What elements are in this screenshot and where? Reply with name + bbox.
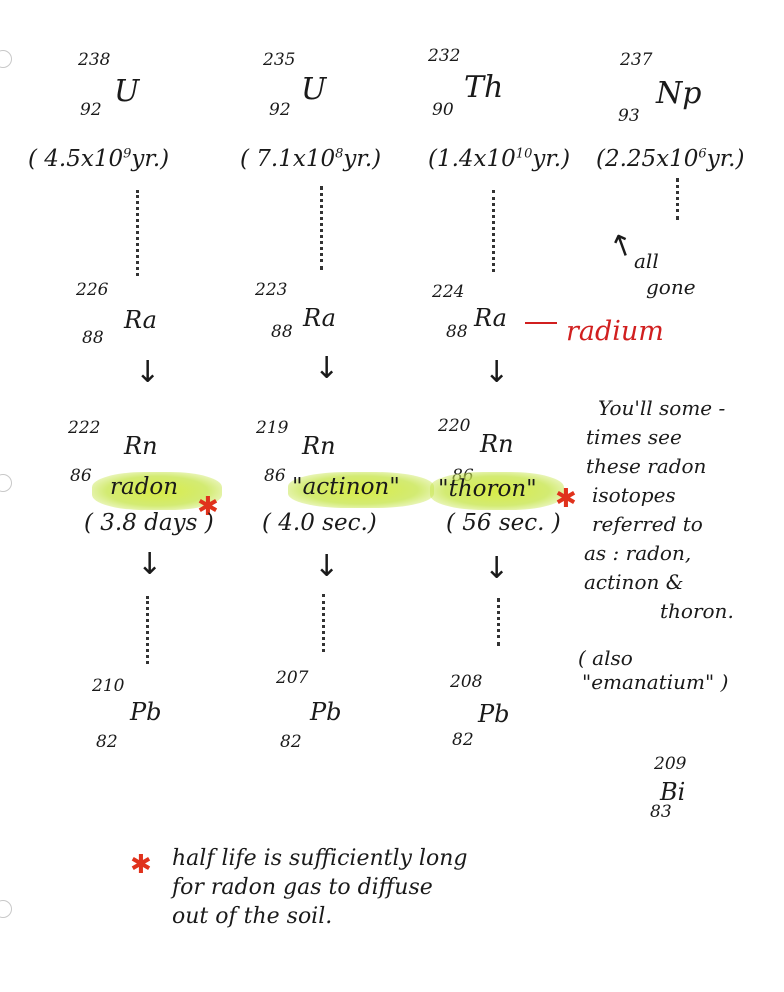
decay-arrow: ↓ xyxy=(484,551,510,586)
decay-chain-dots xyxy=(136,190,143,276)
decay-arrow: ↓ xyxy=(314,351,340,386)
isotope-name: "thoron" xyxy=(438,476,537,502)
footnote-star: ✱ xyxy=(130,850,152,880)
decay-arrow: ↓ xyxy=(137,547,163,582)
radon-isotope-note: You'll some - times see these radon isot… xyxy=(584,396,734,623)
element-symbol: U xyxy=(114,74,140,109)
element-symbol: Pb xyxy=(130,698,162,726)
mass-number: 210 xyxy=(92,676,125,696)
decay-chain-dots xyxy=(497,598,504,646)
decay-chain-dots xyxy=(492,190,499,272)
decay-chain-dots xyxy=(676,178,683,220)
atomic-number: 82 xyxy=(452,730,474,750)
mass-number: 232 xyxy=(428,46,461,66)
element-symbol: Bi xyxy=(660,778,686,806)
decay-chain-dots xyxy=(320,186,327,270)
atomic-number: 82 xyxy=(96,732,118,752)
element-symbol: Ra xyxy=(124,306,157,334)
half-life: ( 56 sec. ) xyxy=(446,510,561,536)
mass-number: 207 xyxy=(276,668,309,688)
isotope-name: "actinon" xyxy=(292,474,400,500)
element-symbol: U xyxy=(301,72,327,107)
decay-chain-dots xyxy=(146,596,153,664)
all-gone-note: all gone xyxy=(634,249,696,299)
decay-arrow: ↓ xyxy=(135,355,161,390)
binder-hole-middle xyxy=(0,474,12,492)
element-symbol: Ra xyxy=(303,304,336,332)
binder-hole-bottom xyxy=(0,900,12,918)
atomic-number: 83 xyxy=(650,802,672,822)
mass-number: 222 xyxy=(68,418,101,438)
atomic-number: 92 xyxy=(269,100,291,120)
binder-hole-top xyxy=(0,50,12,68)
long-half-life-star: ✱ xyxy=(555,484,577,514)
mass-number: 224 xyxy=(432,282,465,302)
radium-label: radium xyxy=(566,316,664,347)
radium-pointer-dash xyxy=(525,322,557,324)
atomic-number: 92 xyxy=(80,100,102,120)
element-symbol: Pb xyxy=(310,698,342,726)
mass-number: 220 xyxy=(438,416,471,436)
name-highlight xyxy=(288,472,434,508)
mass-number: 235 xyxy=(263,50,296,70)
atomic-number: 86 xyxy=(264,466,286,486)
atomic-number: 88 xyxy=(82,328,104,348)
element-symbol: Rn xyxy=(302,432,336,460)
half-life: ( 4.5x109yr.) xyxy=(28,146,170,172)
half-life: ( 7.1x108yr.) xyxy=(240,146,382,172)
name-highlight xyxy=(92,472,222,510)
element-symbol: Ra xyxy=(474,304,507,332)
half-life: ( 3.8 days ) xyxy=(84,510,214,536)
element-symbol: Rn xyxy=(480,430,514,458)
mass-number: 226 xyxy=(76,280,109,300)
mass-number: 237 xyxy=(620,50,653,70)
element-symbol: Np xyxy=(656,76,702,111)
half-life: ( 4.0 sec.) xyxy=(262,510,377,536)
half-life: (2.25x106yr.) xyxy=(596,146,745,172)
footnote: half life is sufficiently long for radon… xyxy=(172,846,468,929)
element-symbol: Pb xyxy=(478,700,510,728)
emanation-note: ( also "emanatium" ) xyxy=(578,646,729,694)
decay-arrow: ↓ xyxy=(484,355,510,390)
atomic-number: 82 xyxy=(280,732,302,752)
decay-arrow: ↓ xyxy=(314,549,340,584)
isotope-name: radon xyxy=(110,474,179,500)
mass-number: 223 xyxy=(255,280,288,300)
element-symbol: Th xyxy=(464,70,504,105)
half-life: (1.4x1010yr.) xyxy=(428,146,571,172)
mass-number: 209 xyxy=(654,754,687,774)
element-symbol: Rn xyxy=(124,432,158,460)
atomic-number: 86 xyxy=(70,466,92,486)
atomic-number: 93 xyxy=(618,106,640,126)
mass-number: 238 xyxy=(78,50,111,70)
atomic-number: 88 xyxy=(446,322,468,342)
name-highlight xyxy=(430,472,564,510)
atomic-number: 90 xyxy=(432,100,454,120)
long-half-life-star: ✱ xyxy=(197,492,219,522)
mass-number: 208 xyxy=(450,672,483,692)
decay-chain-dots xyxy=(322,594,329,652)
mass-number: 219 xyxy=(256,418,289,438)
atomic-number: 88 xyxy=(271,322,293,342)
